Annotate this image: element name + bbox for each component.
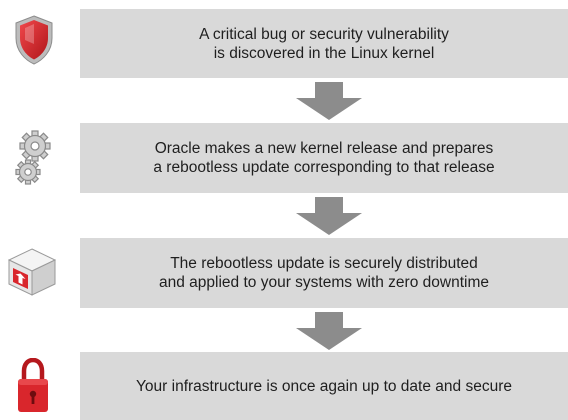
step-text-line: Your infrastructure is once again up to …: [136, 377, 512, 395]
down-arrow-icon: [296, 197, 362, 235]
down-arrow-icon: [296, 82, 362, 120]
step-box-release: Oracle makes a new kernel release and pr…: [80, 123, 568, 193]
step-text-line: Oracle makes a new kernel release and pr…: [154, 140, 494, 157]
step-text-line: and applied to your systems with zero do…: [159, 274, 489, 291]
step-text-line: The rebootless update is securely distri…: [170, 255, 478, 272]
step-text-line: a rebootless update corresponding to tha…: [153, 159, 495, 176]
padlock-icon: [18, 358, 48, 412]
step-box-discovery: A critical bug or security vulnerability…: [80, 9, 568, 78]
step-text-line: A critical bug or security vulnerability: [199, 25, 449, 43]
step-text-line: is discovered in the Linux kernel: [213, 44, 435, 62]
step-box-distribution: The rebootless update is securely distri…: [80, 238, 568, 308]
down-arrow-icon: [296, 312, 362, 350]
update-package-icon: [7, 248, 57, 296]
shield-icon: [15, 15, 53, 65]
step-box-secure: Your infrastructure is once again up to …: [80, 352, 568, 420]
gears-icon: [15, 130, 51, 185]
